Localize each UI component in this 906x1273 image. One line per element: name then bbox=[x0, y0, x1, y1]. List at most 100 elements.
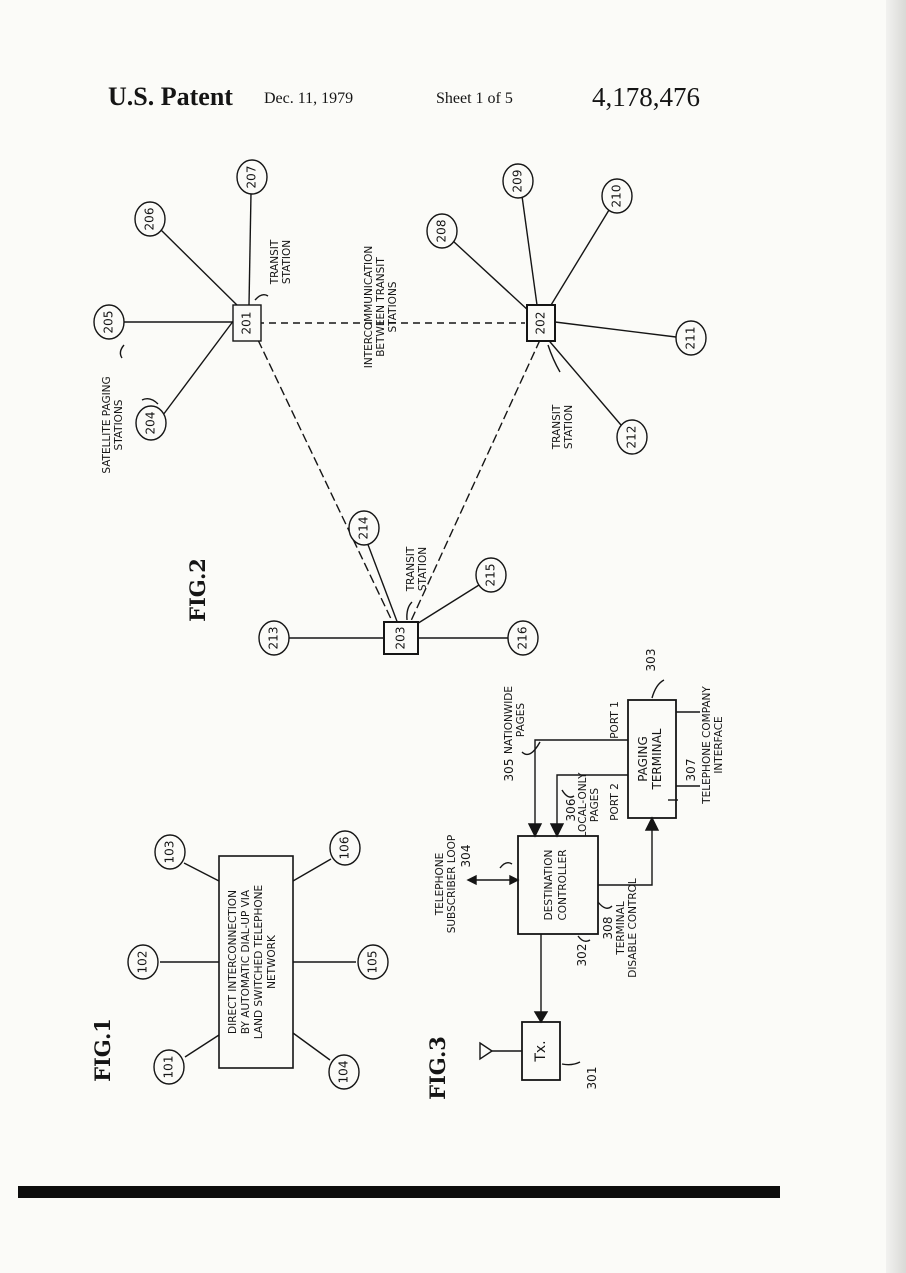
satellite-215-label: 215 bbox=[484, 564, 498, 587]
port1-arrow bbox=[529, 824, 541, 836]
nationwide-line2: PAGES bbox=[515, 703, 527, 737]
leader-308 bbox=[598, 902, 612, 908]
controller-line2: CONTROLLER bbox=[557, 849, 569, 920]
station-202-label: 202 bbox=[534, 312, 548, 335]
intercom-label-line3: STATIONS bbox=[387, 281, 399, 332]
fig1-link-106 bbox=[293, 859, 331, 881]
fig1-label: FIG.1 bbox=[90, 1018, 115, 1082]
spoke-201-207 bbox=[249, 193, 251, 305]
interface-line2: INTERFACE bbox=[713, 716, 725, 773]
fig1-box-line4: NETWORK bbox=[266, 934, 278, 989]
controller-line1: DESTINATION bbox=[543, 850, 555, 921]
leader-306 bbox=[562, 790, 574, 797]
satellite-214-label: 214 bbox=[357, 517, 371, 540]
disable-control-arrow bbox=[646, 818, 658, 830]
interface-ref: 307 bbox=[684, 759, 698, 782]
satellite-208-label: 208 bbox=[435, 220, 449, 243]
spoke-202-210 bbox=[548, 210, 609, 310]
transit-label-203-line2: STATION bbox=[417, 547, 429, 591]
transit-label-201-line1: TRANSIT bbox=[269, 239, 281, 285]
satellite-212-label: 212 bbox=[625, 426, 639, 449]
terminal-ref: 303 bbox=[644, 649, 658, 672]
transit-label-201-line2: STATION bbox=[281, 240, 293, 284]
spoke-203-214 bbox=[367, 542, 398, 624]
spoke-202-209 bbox=[522, 196, 537, 305]
satellite-207-label: 207 bbox=[245, 166, 259, 189]
transit-label-202-line1: TRANSIT bbox=[551, 404, 563, 450]
satellite-label-line1: SATELLITE PAGING bbox=[101, 376, 113, 473]
disable-control-line bbox=[598, 828, 652, 885]
intercom-label-line2: BETWEEN TRANSIT bbox=[375, 257, 387, 357]
station-201-label: 201 bbox=[240, 312, 254, 335]
satellite-206-label: 206 bbox=[143, 208, 157, 231]
satellite-204-label: 204 bbox=[144, 412, 158, 435]
local-line2: PAGES bbox=[589, 788, 601, 822]
fig1-node-103-label: 103 bbox=[163, 841, 177, 864]
station-203-label: 203 bbox=[394, 627, 408, 650]
transit-label-202-line2: STATION bbox=[563, 405, 575, 449]
fig1-node-106-label: 106 bbox=[338, 837, 352, 860]
satellite-209-label: 209 bbox=[511, 170, 525, 193]
spoke-201-206 bbox=[160, 229, 240, 308]
antenna-icon bbox=[480, 1043, 492, 1059]
controller-to-tx-arrow bbox=[535, 1012, 547, 1022]
nationwide-line1: NATIONWIDE bbox=[503, 686, 515, 754]
satellite-210-label: 210 bbox=[610, 185, 624, 208]
fig1-node-101-label: 101 bbox=[162, 1056, 176, 1079]
tx-ref: 301 bbox=[585, 1067, 599, 1090]
link-202-203 bbox=[410, 340, 540, 623]
local-line1: LOCAL-ONLY bbox=[577, 772, 589, 838]
leader-301 bbox=[562, 1062, 580, 1065]
fig1-link-101 bbox=[185, 1035, 219, 1057]
disable-line1: TERMINAL bbox=[615, 901, 627, 956]
fig1-node-105-label: 105 bbox=[366, 951, 380, 974]
leader-201-transit bbox=[255, 295, 268, 300]
port2-arrow bbox=[551, 824, 563, 836]
fig3-label: FIG.3 bbox=[425, 1036, 450, 1100]
link-201-203 bbox=[258, 340, 393, 623]
satellite-label-line2: STATIONS bbox=[113, 399, 125, 450]
fig1-node-102-label: 102 bbox=[136, 951, 150, 974]
port1-label: PORT 1 bbox=[609, 701, 621, 739]
terminal-line1: PAGING bbox=[636, 736, 650, 782]
fig1-node-104-label: 104 bbox=[337, 1061, 351, 1084]
fig1-box-line3: LAND SWITCHED TELEPHONE bbox=[253, 885, 265, 1039]
fig2-label: FIG.2 bbox=[185, 558, 210, 622]
disable-line2: DISABLE CONTROL bbox=[627, 878, 639, 978]
fig1-box-line1: DIRECT INTERCONNECTION bbox=[227, 890, 239, 1034]
port2-label: PORT 2 bbox=[609, 783, 621, 821]
local-ref: 306 bbox=[564, 799, 578, 822]
leader-202-transit bbox=[548, 345, 560, 372]
intercom-label-line1: INTERCOMMUNICATION bbox=[363, 246, 375, 368]
fig1-box-line2: BY AUTOMATIC DIAL-UP VIA bbox=[240, 889, 252, 1034]
loop-label-line2: SUBSCRIBER LOOP bbox=[446, 835, 458, 934]
fig1-link-104 bbox=[293, 1033, 330, 1060]
fig1-link-103 bbox=[184, 863, 219, 881]
page-bottom-rule bbox=[18, 1186, 780, 1198]
interface-line1: TELEPHONE COMPANY bbox=[701, 686, 713, 805]
spoke-202-211 bbox=[555, 322, 676, 337]
loop-arrow-left-icon bbox=[468, 876, 476, 884]
satellite-216-label: 216 bbox=[516, 627, 530, 650]
leader-303 bbox=[652, 680, 664, 698]
terminal-line2: TERMINAL bbox=[650, 728, 664, 790]
loop-label-line1: TELEPHONE bbox=[434, 853, 446, 917]
spoke-202-208 bbox=[453, 241, 530, 312]
controller-ref: 302 bbox=[575, 944, 589, 967]
satellite-213-label: 213 bbox=[267, 627, 281, 650]
loop-ref: 304 bbox=[459, 845, 473, 868]
nationwide-ref: 305 bbox=[502, 759, 516, 782]
transit-label-203-line1: TRANSIT bbox=[405, 546, 417, 592]
leader-302 bbox=[578, 936, 590, 941]
satellite-211-label: 211 bbox=[684, 327, 698, 350]
leader-304 bbox=[500, 863, 512, 868]
spoke-201-204 bbox=[163, 312, 240, 415]
loop-arrow-right-icon bbox=[510, 876, 518, 884]
leader-204 bbox=[142, 399, 158, 404]
leader-205 bbox=[120, 345, 124, 358]
satellite-205-label: 205 bbox=[102, 311, 116, 334]
leader-305 bbox=[522, 742, 540, 754]
leader-203-transit bbox=[407, 602, 412, 620]
tx-label: Tx. bbox=[533, 1040, 549, 1062]
